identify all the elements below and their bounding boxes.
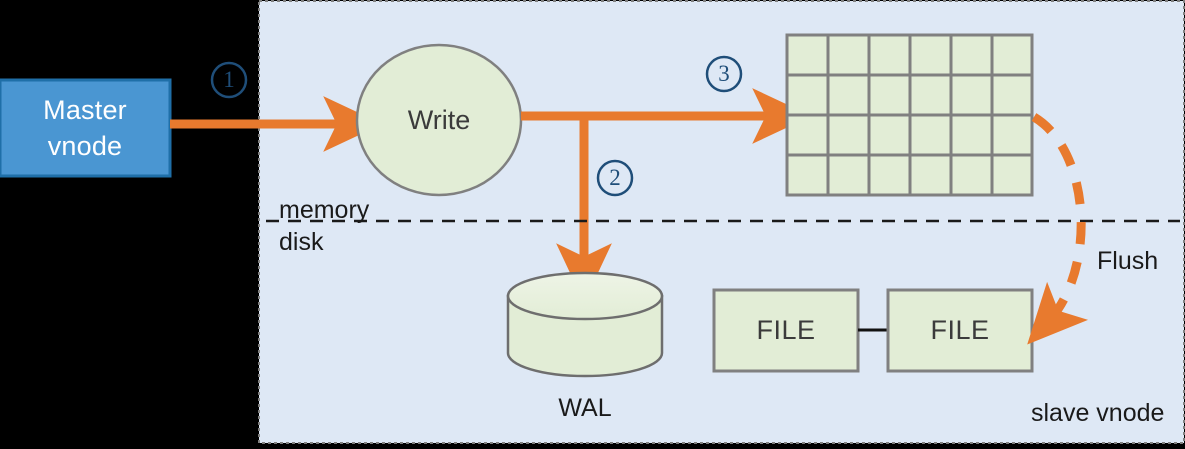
wal-cylinder bbox=[506, 271, 664, 378]
step-2-circle bbox=[596, 159, 634, 197]
step-1-circle bbox=[210, 61, 248, 99]
write-node bbox=[355, 43, 523, 197]
file-box-2 bbox=[886, 288, 1034, 373]
memtable-grid bbox=[785, 33, 1034, 197]
step-3-circle bbox=[705, 55, 743, 93]
master-vnode-box bbox=[0, 78, 172, 178]
file-box-1 bbox=[712, 288, 860, 373]
